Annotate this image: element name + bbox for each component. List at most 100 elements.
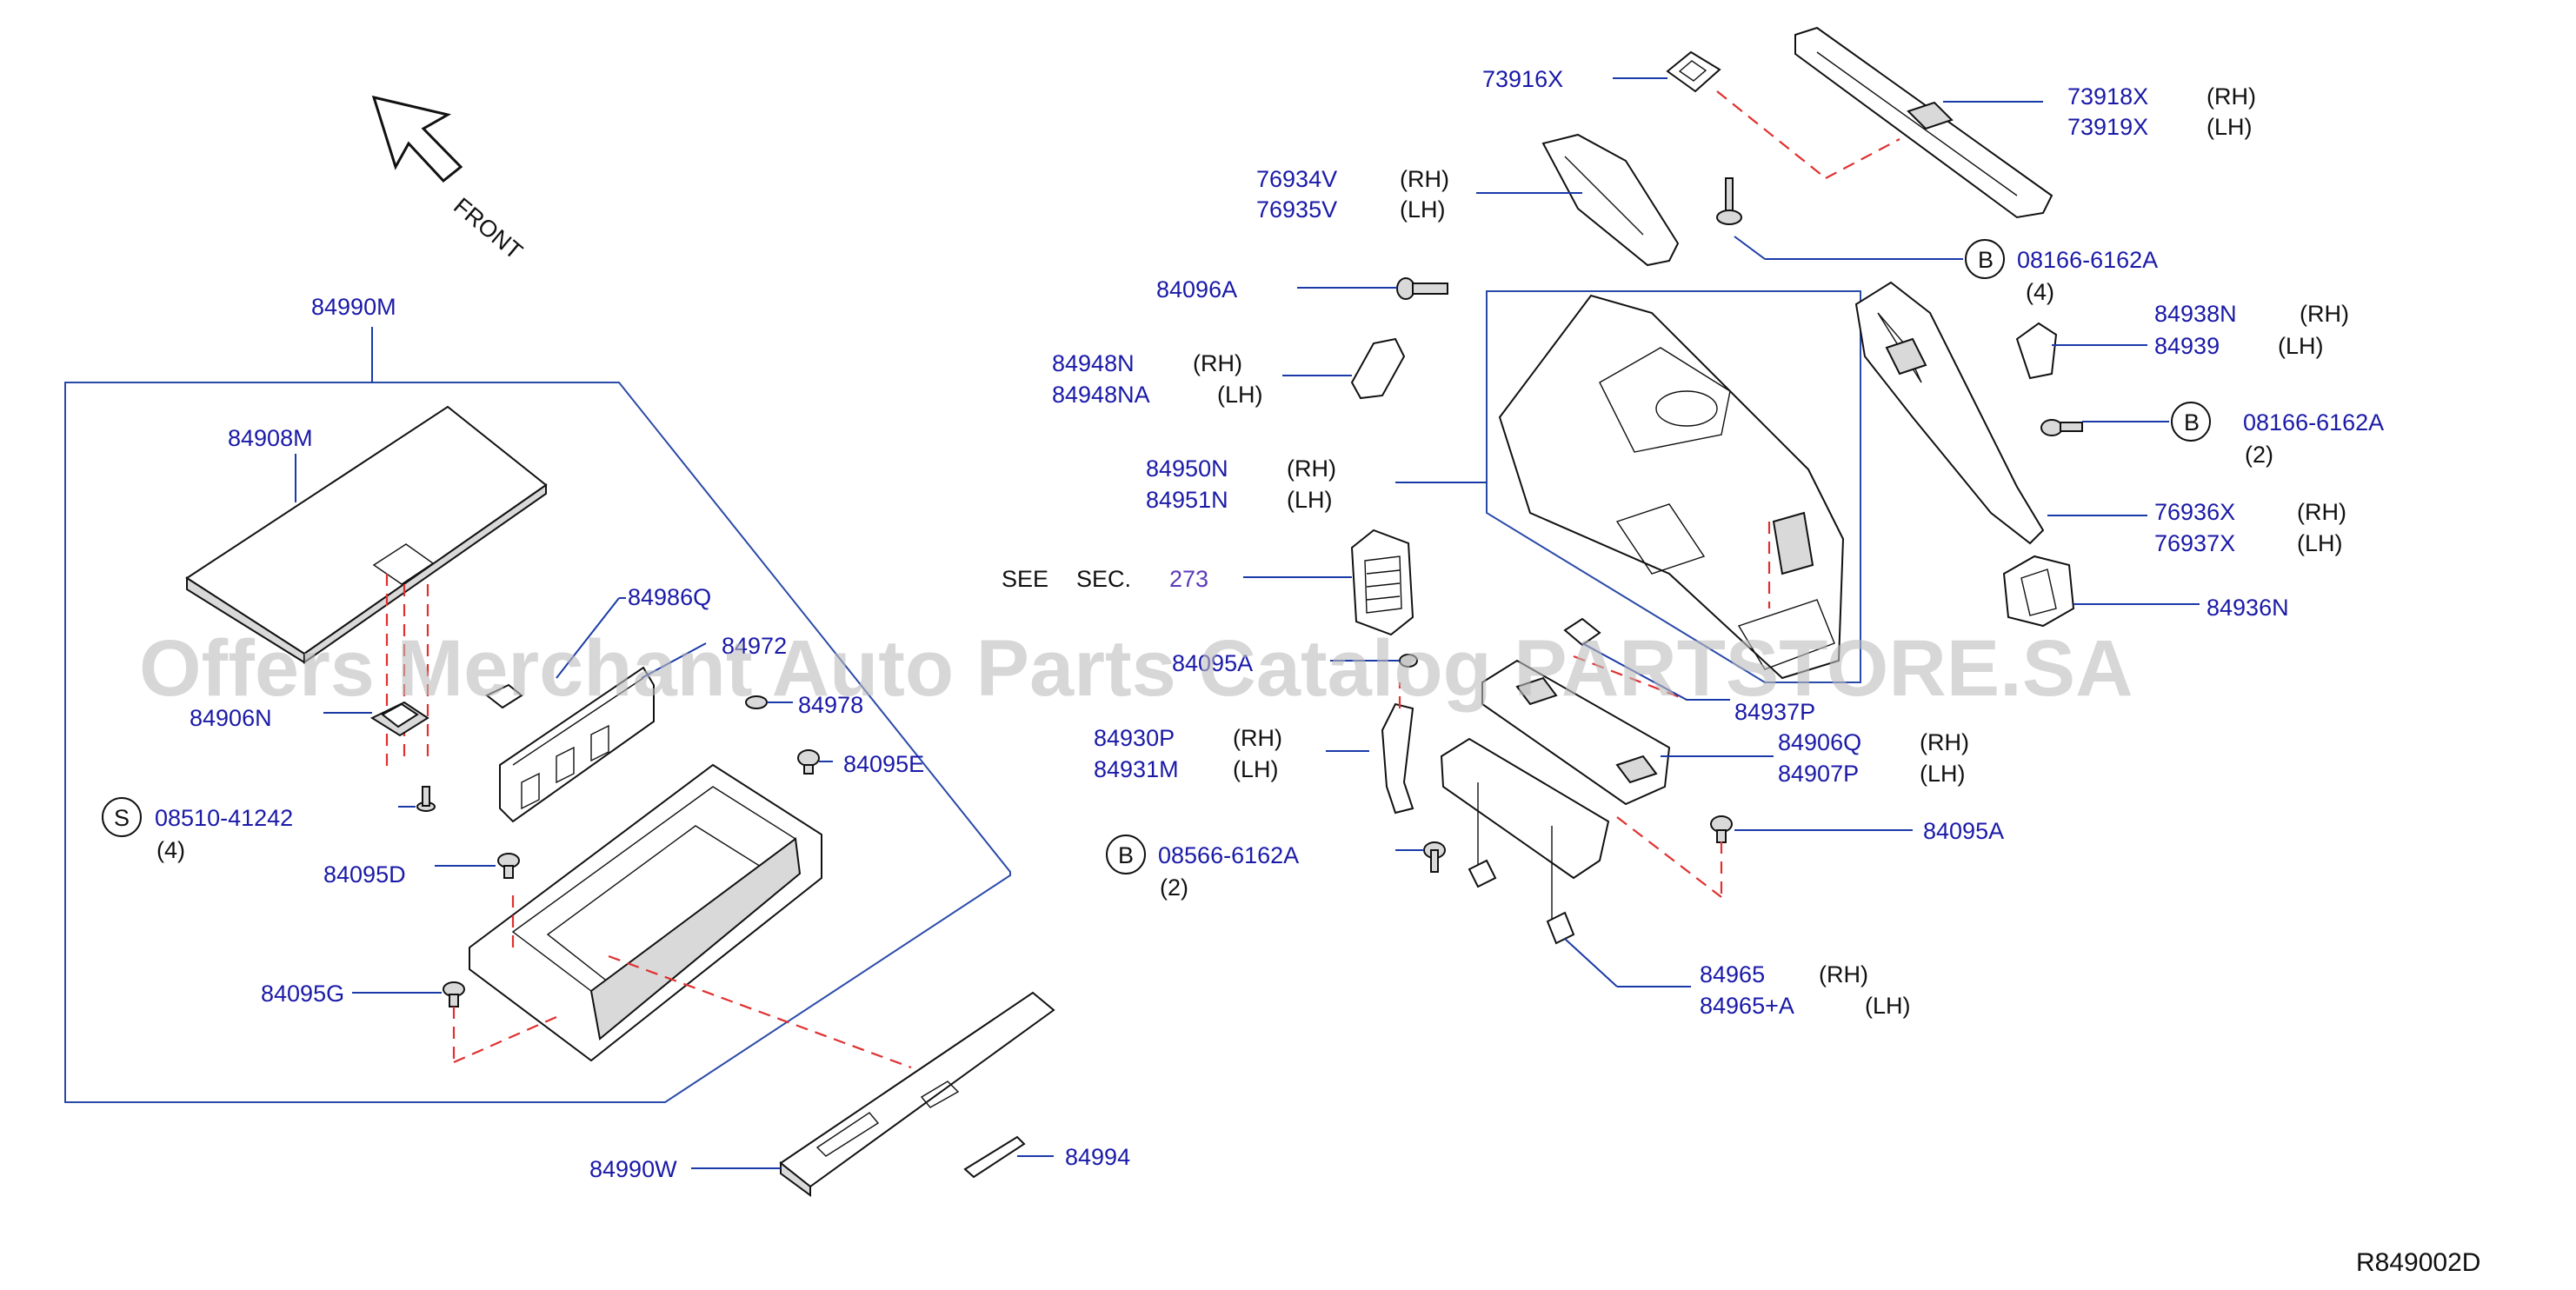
part-84986Q-divider [485,666,655,823]
callout-76937X[interactable]: 76937X [2154,530,2235,556]
part-73916X-cap [1666,50,1721,93]
part-84908M-board [185,405,548,664]
watermark-text: Offers Merchant Auto Parts Catalog PARTS… [139,624,2133,713]
callout-84972[interactable]: 84972 [722,633,787,659]
callout-08166-6162A-b[interactable]: 08166-6162A [2243,409,2384,436]
callout-84986Q[interactable]: 84986Q [628,584,711,610]
assembly-frame-84990M [64,382,1011,1103]
callout-84990W[interactable]: 84990W [589,1156,677,1182]
part-08566-bolt [1423,841,1446,873]
side-84948N: (RH) [1193,350,1242,376]
callout-84907P[interactable]: 84907P [1778,761,1859,787]
callout-08566-6162A[interactable]: 08566-6162A [1158,842,1299,868]
part-84938N-clip [2015,322,2058,380]
callout-73919X[interactable]: 73919X [2067,114,2148,140]
part-73918X-trim [1794,26,2053,219]
part-84906Q-tray [1481,659,1671,806]
badge-circle-08510 [102,797,142,837]
front-arrow: FRONT [371,95,528,265]
callout-84990M[interactable]: 84990M [311,294,396,320]
callout-84939[interactable]: 84939 [2154,333,2220,359]
side-84938N: (RH) [2300,301,2349,327]
qty-08166b: (2) [2245,442,2273,468]
callout-labels: 73916X 73918X (RH) 73919X (LH) 76934V (R… [102,66,2480,1277]
side-76934V: (RH) [1400,166,1449,192]
part-76934V-trim [1541,133,1680,267]
side-84907P: (LH) [1920,761,1966,787]
side-84950N: (RH) [1287,455,1336,482]
part-84095E-clip [797,749,820,775]
callout-84931M[interactable]: 84931M [1094,756,1179,782]
callout-84095E[interactable]: 84095E [843,751,924,777]
front-label: FRONT [449,193,528,265]
quarter-trim-frame [1486,290,1861,683]
callout-84937P[interactable]: 84937P [1734,699,1815,725]
callout-76934V[interactable]: 76934V [1256,166,1337,192]
callout-84095G[interactable]: 84095G [261,981,344,1007]
callout-73918X[interactable]: 73918X [2067,83,2148,110]
callout-84965A[interactable]: 84965+A [1700,993,1794,1019]
part-84096A-bolt [1396,277,1448,300]
callout-84906N[interactable]: 84906N [190,705,272,731]
part-08166-bolt-top [1716,177,1742,225]
badge-08566: B [1118,842,1134,868]
side-84939: (LH) [2278,333,2324,359]
callout-84095A[interactable]: 84095A [1923,818,2004,844]
part-84930P-bracket [1381,702,1414,815]
part-84936N-vent [2002,555,2075,628]
callout-76935V[interactable]: 76935V [1256,196,1337,223]
side-76935V: (LH) [1400,196,1446,223]
part-84095A-clip [1710,815,1733,843]
side-84965A: (LH) [1865,993,1911,1019]
callout-84908M[interactable]: 84908M [228,425,313,451]
part-84950N-quarter-trim [1498,294,1845,680]
part-vent-sec273 [1350,529,1414,636]
callout-84096A[interactable]: 84096A [1156,276,1237,303]
callout-84965[interactable]: 84965 [1700,961,1765,987]
part-08510-screw [416,786,436,812]
callout-84950N[interactable]: 84950N [1146,455,1228,482]
callout-84948NA[interactable]: 84948NA [1052,382,1150,408]
callout-84951N[interactable]: 84951N [1146,487,1228,513]
badge-08166a: B [1978,247,1994,273]
side-76937X: (LH) [2297,530,2343,556]
callout-76936X[interactable]: 76936X [2154,499,2235,525]
callout-84930P[interactable]: 84930P [1094,725,1175,751]
callout-84936N[interactable]: 84936N [2207,595,2289,621]
callout-08166-6162A-top[interactable]: 08166-6162A [2017,247,2158,273]
part-08166-bolt-b [2040,419,2083,436]
diagram-code: R849002D [2356,1248,2480,1277]
part-storage-tray [469,763,822,1062]
side-73919X: (LH) [2207,114,2253,140]
badge-08166b: B [2184,409,2200,436]
callout-84978[interactable]: 84978 [798,692,863,718]
callout-73916X[interactable]: 73916X [1482,66,1563,92]
see-label: SEE [1002,566,1048,592]
callout-84095A-partial[interactable]: 84095A [1172,650,1253,676]
qty-08166a: (4) [2026,279,2054,305]
callout-84948N[interactable]: 84948N [1052,350,1135,376]
side-84948NA: (LH) [1217,382,1263,408]
side-84931M: (LH) [1233,756,1279,782]
callout-84095D[interactable]: 84095D [323,861,406,888]
part-84948N-cap [1350,337,1406,400]
part-76936X-trim [1854,281,2045,545]
part-84095D-clip [497,853,520,879]
side-73918X: (RH) [2207,83,2256,110]
side-76936X: (RH) [2297,499,2346,525]
sec-number[interactable]: 273 [1169,566,1208,592]
side-84906Q: (RH) [1920,729,1969,755]
part-84965-frame [1440,737,1610,945]
qty-08510: (4) [156,837,185,863]
callout-84938N[interactable]: 84938N [2154,301,2237,327]
callout-84906Q[interactable]: 84906Q [1778,729,1861,755]
badge-08510: S [114,805,130,831]
part-84906N-clip [369,701,429,737]
badge-circle-08566 [1106,835,1146,874]
callout-84994[interactable]: 84994 [1065,1144,1130,1170]
part-84937P-clip [1563,617,1601,647]
side-84965: (RH) [1819,961,1868,987]
callout-08510-41242[interactable]: 08510-41242 [155,805,293,831]
side-84930P: (RH) [1233,725,1282,751]
